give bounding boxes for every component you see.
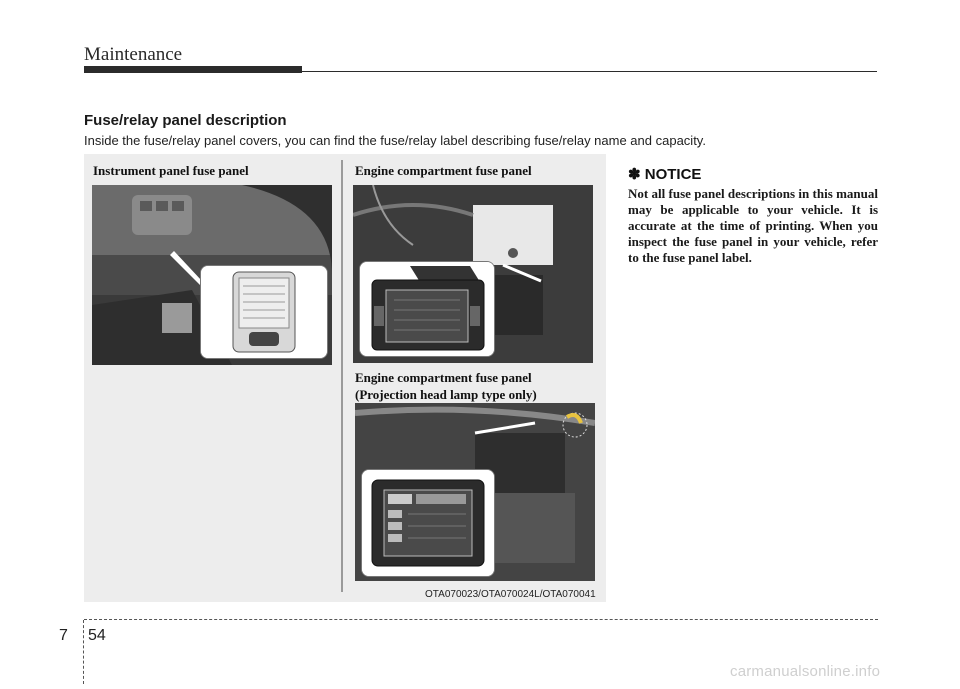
notice-star-icon: ✽ [628, 166, 641, 183]
engine-fuse-panel-label: Engine compartment fuse panel [355, 163, 532, 178]
fuse-cover-illustration [201, 266, 327, 358]
chapter-number: 7 [59, 627, 68, 644]
header-rule-thick [84, 66, 302, 73]
section-title: Fuse/relay panel description [84, 112, 287, 129]
figure-divider [341, 160, 343, 592]
instrument-fuse-panel-label: Instrument panel fuse panel [93, 163, 249, 178]
engine-fuse-box-projection-illustration [362, 470, 494, 576]
instrument-fuse-inset [200, 265, 328, 359]
notice-heading: ✽ NOTICE [628, 165, 701, 183]
figure-code: OTA070023/OTA070024L/OTA070041 [425, 589, 596, 600]
engine-fuse-panel-projection-label: Engine compartment fuse panel (Projectio… [355, 369, 537, 403]
engine-fuse-panel-projection-label-line1: Engine compartment fuse panel [355, 370, 532, 385]
header-rule-thin [302, 71, 877, 72]
watermark: carmanualsonline.info [730, 663, 881, 680]
engine-fuse-box-illustration [360, 262, 494, 356]
notice-body: Not all fuse panel descriptions in this … [628, 186, 878, 265]
engine-fuse-inset [359, 261, 495, 357]
instrument-panel-photo [92, 185, 332, 365]
engine-fuse-panel-projection-label-line2: (Projection head lamp type only) [355, 387, 537, 402]
section-description: Inside the fuse/relay panel covers, you … [84, 133, 706, 148]
engine-compartment-photo [353, 185, 593, 363]
page-number: 54 [88, 627, 106, 644]
footer-rule [84, 619, 878, 620]
notice-title: NOTICE [644, 166, 702, 183]
footer-vertical-rule [83, 620, 84, 684]
engine-fuse-projection-inset [361, 469, 495, 577]
engine-compartment-projection-photo [355, 403, 595, 581]
page-header-title: Maintenance [84, 44, 183, 65]
